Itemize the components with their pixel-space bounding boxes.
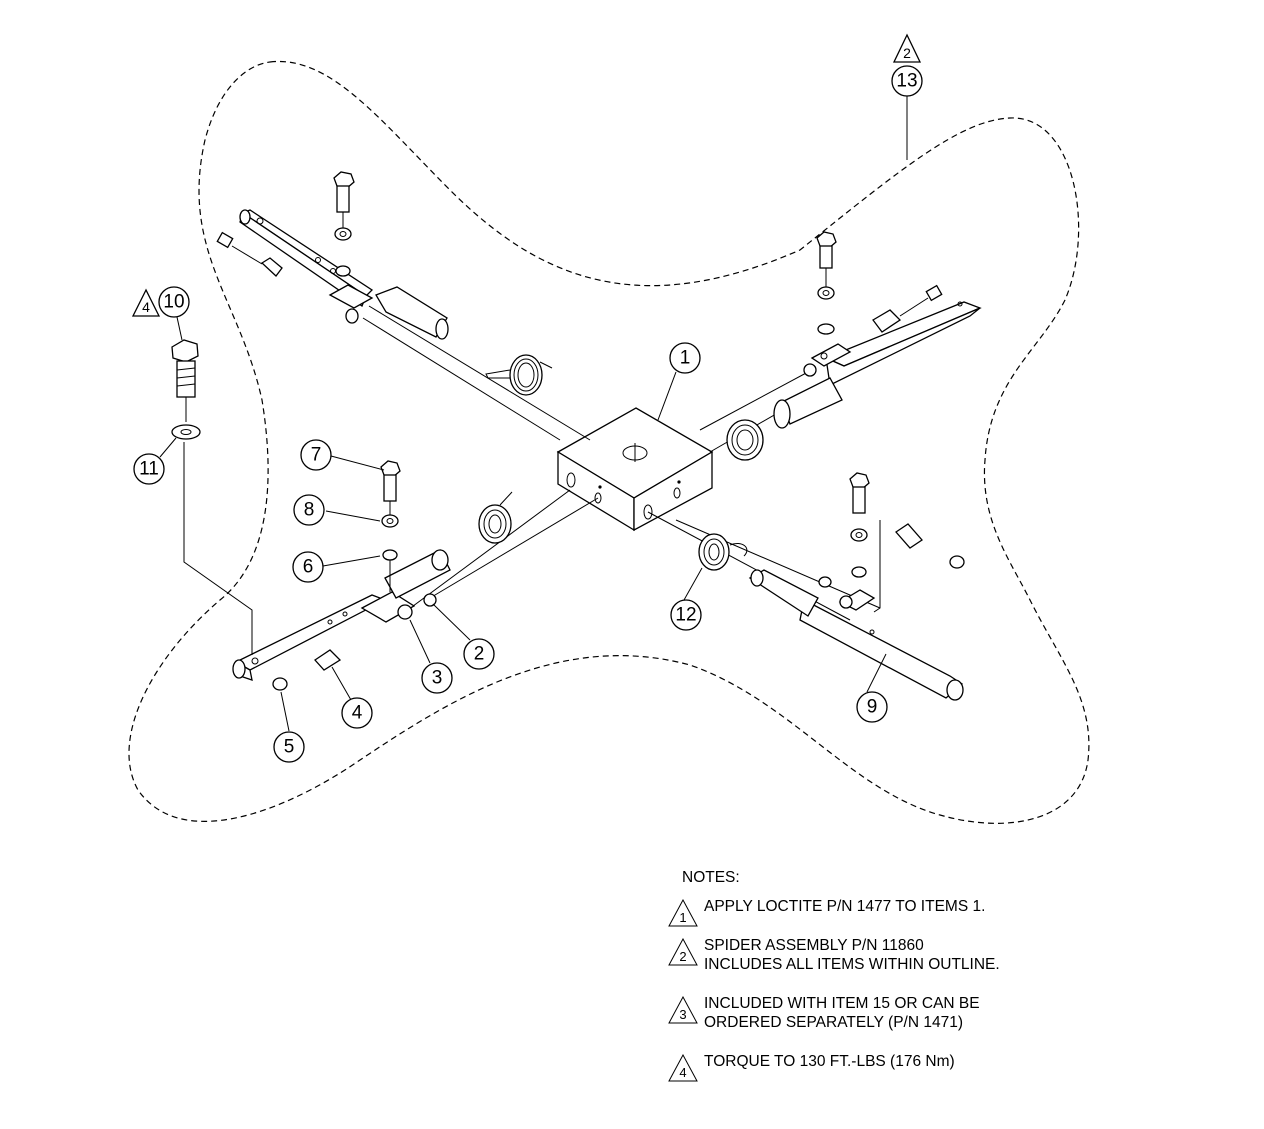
note-4: 4 TORQUE TO 130 FT.-LBS (176 Nm) — [666, 1052, 1086, 1082]
svg-text:10: 10 — [163, 292, 184, 313]
callout-9: 9 — [856, 691, 888, 723]
svg-text:1: 1 — [679, 910, 686, 925]
arm-upper-right — [773, 301, 982, 429]
svg-text:2: 2 — [474, 644, 485, 665]
svg-text:11: 11 — [139, 459, 159, 480]
note-text: TORQUE TO 130 FT.-LBS (176 Nm) — [704, 1053, 955, 1070]
callout-2: 2 — [463, 638, 495, 670]
svg-text:4: 4 — [352, 703, 363, 724]
callout-12: 12 — [670, 599, 702, 631]
note-flag-triangle: 2 — [668, 938, 698, 966]
grease-fitting-upper-left — [216, 231, 283, 277]
svg-text:6: 6 — [303, 557, 314, 578]
callout-13: 13 — [891, 65, 923, 97]
loose-washer-item-11 — [171, 424, 253, 655]
note-text: ORDERED SEPARATELY (P/N 1471) — [704, 1014, 963, 1031]
svg-text:3: 3 — [679, 1007, 686, 1022]
svg-text:5: 5 — [284, 737, 295, 758]
bolt-lower-left — [380, 460, 401, 592]
flag-triangle-13: 2 — [892, 33, 922, 63]
hub-block — [556, 407, 714, 532]
bolt-upper-right — [816, 231, 837, 335]
note-flag-triangle: 4 — [668, 1054, 698, 1082]
spring-upper-left — [485, 354, 553, 396]
spring-lower-left — [478, 491, 513, 544]
arm-lower-left — [232, 549, 451, 681]
flag-triangle-10: 4 — [131, 288, 161, 317]
grease-fitting-lower-right — [873, 520, 965, 613]
note-text: APPLY LOCTITE P/N 1477 TO ITEMS 1. — [704, 898, 986, 915]
assembly-outline — [128, 60, 1090, 824]
grease-fitting-lower-left — [272, 593, 437, 691]
note-3: 3 INCLUDED WITH ITEM 15 OR CAN BE ORDERE… — [666, 994, 1086, 1032]
bolt-upper-left — [333, 171, 355, 277]
note-text: INCLUDED WITH ITEM 15 OR CAN BE — [704, 995, 980, 1012]
callout-1: 1 — [669, 342, 701, 374]
callout-3: 3 — [421, 662, 453, 694]
note-2: 2 SPIDER ASSEMBLY P/N 11860 INCLUDES ALL… — [666, 936, 1086, 974]
svg-text:12: 12 — [675, 605, 696, 626]
arm-lower-right — [748, 569, 964, 701]
note-text: SPIDER ASSEMBLY P/N 11860 — [704, 937, 924, 954]
svg-text:7: 7 — [311, 445, 322, 466]
notes-section: NOTES: 1 APPLY LOCTITE P/N 1477 TO ITEMS… — [666, 868, 1086, 1091]
spring-upper-right — [726, 419, 764, 461]
grease-fitting-upper-right — [872, 284, 943, 333]
callout-11: 11 — [133, 453, 165, 485]
note-text: INCLUDES ALL ITEMS WITHIN OUTLINE. — [704, 956, 1000, 973]
svg-text:2: 2 — [903, 45, 911, 61]
leader-lines — [159, 96, 908, 732]
note-flag-triangle: 3 — [668, 996, 698, 1024]
svg-text:8: 8 — [304, 500, 315, 521]
svg-text:2: 2 — [679, 949, 686, 964]
svg-text:3: 3 — [432, 668, 443, 689]
spring-lower-right — [698, 533, 748, 571]
svg-text:1: 1 — [680, 348, 691, 369]
svg-text:4: 4 — [679, 1065, 686, 1080]
callout-10: 10 — [158, 286, 190, 318]
svg-text:4: 4 — [142, 299, 150, 315]
bolt-lower-right — [849, 472, 870, 578]
svg-text:9: 9 — [867, 697, 878, 718]
svg-text:13: 13 — [896, 71, 917, 92]
note-1: 1 APPLY LOCTITE P/N 1477 TO ITEMS 1. — [666, 897, 1086, 927]
note-flag-triangle: 1 — [668, 899, 698, 927]
loose-bolt-item-10 — [171, 339, 199, 422]
notes-title: NOTES: — [682, 869, 740, 886]
callout-8: 8 — [293, 494, 325, 526]
callout-7: 7 — [300, 439, 332, 471]
callout-5: 5 — [273, 731, 305, 763]
callout-6: 6 — [292, 551, 324, 583]
callout-4: 4 — [341, 697, 373, 729]
